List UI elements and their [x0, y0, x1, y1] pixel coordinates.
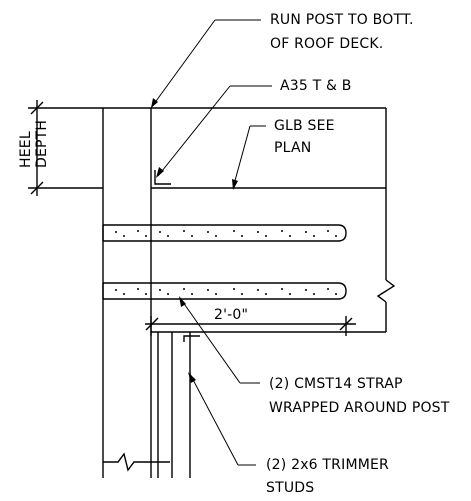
leader-trimmer: [188, 372, 256, 466]
trimmer-label-line1: (2) 2x6 TRIMMER: [266, 457, 389, 473]
run-post-label-line1: RUN POST TO BOTT.: [270, 12, 414, 28]
strap-row-lower: [102, 282, 347, 300]
dimension-label: 2'-0": [214, 307, 248, 323]
cmst-label-line2: WRAPPED AROUND POST: [269, 400, 450, 416]
trimmer-studs: [157, 332, 191, 478]
two-foot-dimension: [145, 316, 356, 336]
a35-label: A35 T & B: [280, 78, 352, 94]
heel-depth-dimension: [30, 100, 44, 196]
leader-a35: [156, 85, 272, 178]
strap-dots-upper: [115, 230, 337, 237]
post: [102, 108, 152, 478]
a35-clip: [154, 170, 200, 342]
right-wall-break-line: [376, 188, 396, 332]
glb-beam: [28, 107, 387, 189]
leader-run-post: [150, 19, 261, 109]
trimmer-label-line2: STUDS: [266, 480, 314, 496]
strap-row-upper: [102, 224, 347, 242]
run-post-label-line2: OF ROOF DECK.: [270, 36, 383, 52]
cmst-label-line1: (2) CMST14 STRAP: [269, 376, 403, 392]
glb-label-line2: PLAN: [274, 140, 311, 156]
bottom-break-line: [103, 452, 170, 472]
heel-label: HEEL: [18, 131, 34, 168]
leader-cmst: [179, 296, 260, 384]
leader-glb: [232, 125, 266, 190]
strap-dots-lower: [115, 288, 337, 295]
glb-label-line1: GLB SEE: [274, 118, 335, 134]
depth-label: DEPTH: [34, 120, 50, 168]
